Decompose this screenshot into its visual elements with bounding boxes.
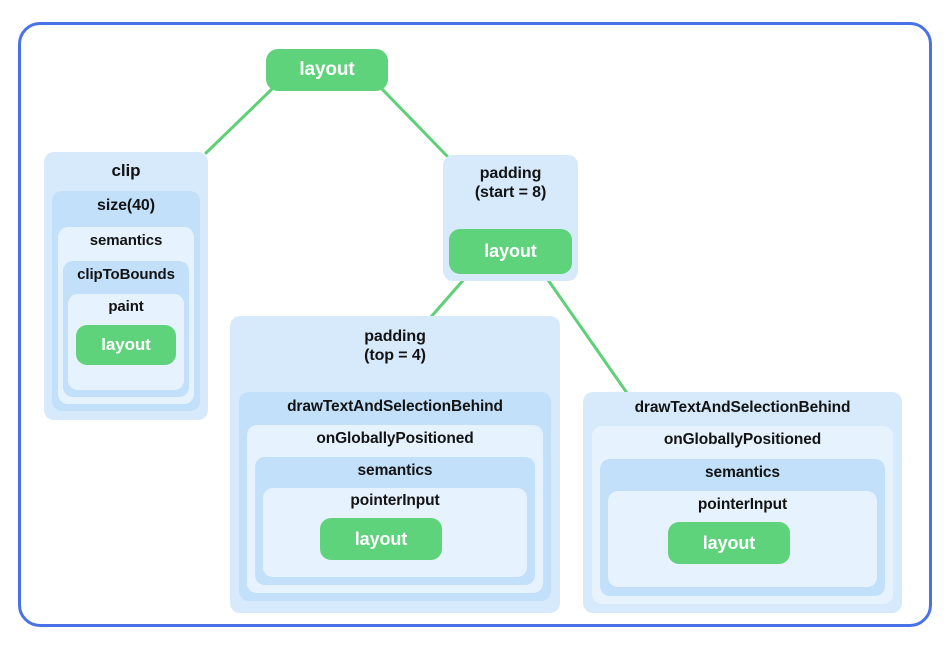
node-paint[interactable]: paint layout — [68, 294, 184, 390]
node-middle-layout[interactable]: layout — [320, 518, 442, 560]
node-padding-start-layout-label: layout — [484, 241, 537, 261]
node-padding-start-label: padding (start = 8) — [474, 165, 547, 201]
node-padding-top[interactable]: padding (top = 4) drawTextAndSelectionBe… — [230, 316, 560, 613]
node-paint-label: paint — [108, 298, 144, 315]
node-semantics-left-label: semantics — [89, 232, 163, 249]
node-root-layout-label: layout — [299, 59, 355, 80]
node-semantics-middle-label: semantics — [357, 462, 433, 479]
node-pointer-input-right-label: pointerInput — [697, 496, 788, 513]
node-on-globally-positioned-middle[interactable]: onGloballyPositioned semantics pointerIn… — [247, 425, 543, 593]
node-padding-start[interactable]: padding (start = 8) layout — [443, 155, 578, 281]
node-on-globally-positioned-right-label: onGloballyPositioned — [663, 431, 822, 448]
node-pointer-input-middle-label: pointerInput — [350, 492, 440, 509]
node-clip-label: clip — [111, 161, 141, 180]
node-draw-text-right[interactable]: drawTextAndSelectionBehind onGloballyPos… — [583, 392, 902, 613]
node-size[interactable]: size(40) semantics clipToBounds paint la… — [52, 191, 200, 411]
node-semantics-left[interactable]: semantics clipToBounds paint layout — [58, 227, 194, 404]
node-pointer-input-middle[interactable]: pointerInput layout — [263, 488, 527, 577]
node-clip-to-bounds-label: clipToBounds — [77, 266, 175, 283]
node-draw-text-right-label: drawTextAndSelectionBehind — [634, 399, 851, 416]
node-middle-layout-label: layout — [354, 528, 408, 549]
node-clip-to-bounds[interactable]: clipToBounds paint layout — [63, 261, 189, 397]
node-draw-text-middle[interactable]: drawTextAndSelectionBehind onGloballyPos… — [239, 392, 551, 601]
node-right-layout-label: layout — [702, 532, 756, 553]
node-on-globally-positioned-middle-label: onGloballyPositioned — [316, 430, 474, 447]
node-semantics-right[interactable]: semantics pointerInput layout — [600, 459, 885, 596]
node-right-layout[interactable]: layout — [668, 522, 790, 564]
node-semantics-middle[interactable]: semantics pointerInput layout — [255, 457, 535, 585]
node-semantics-right-label: semantics — [705, 464, 780, 481]
node-clip-layout-label: layout — [101, 335, 151, 354]
diagram-frame-border — [18, 22, 932, 627]
node-padding-start-layout[interactable]: layout — [449, 229, 572, 274]
node-on-globally-positioned-right[interactable]: onGloballyPositioned semantics pointerIn… — [592, 426, 893, 604]
node-padding-top-label: padding (top = 4) — [364, 328, 426, 364]
node-pointer-input-right[interactable]: pointerInput layout — [608, 491, 877, 587]
node-clip-layout[interactable]: layout — [76, 325, 176, 365]
node-size-label: size(40) — [97, 197, 155, 214]
node-clip[interactable]: clip size(40) semantics clipToBounds pai… — [44, 152, 208, 420]
node-draw-text-middle-label: drawTextAndSelectionBehind — [287, 398, 503, 415]
node-root-layout[interactable]: layout — [266, 49, 388, 91]
